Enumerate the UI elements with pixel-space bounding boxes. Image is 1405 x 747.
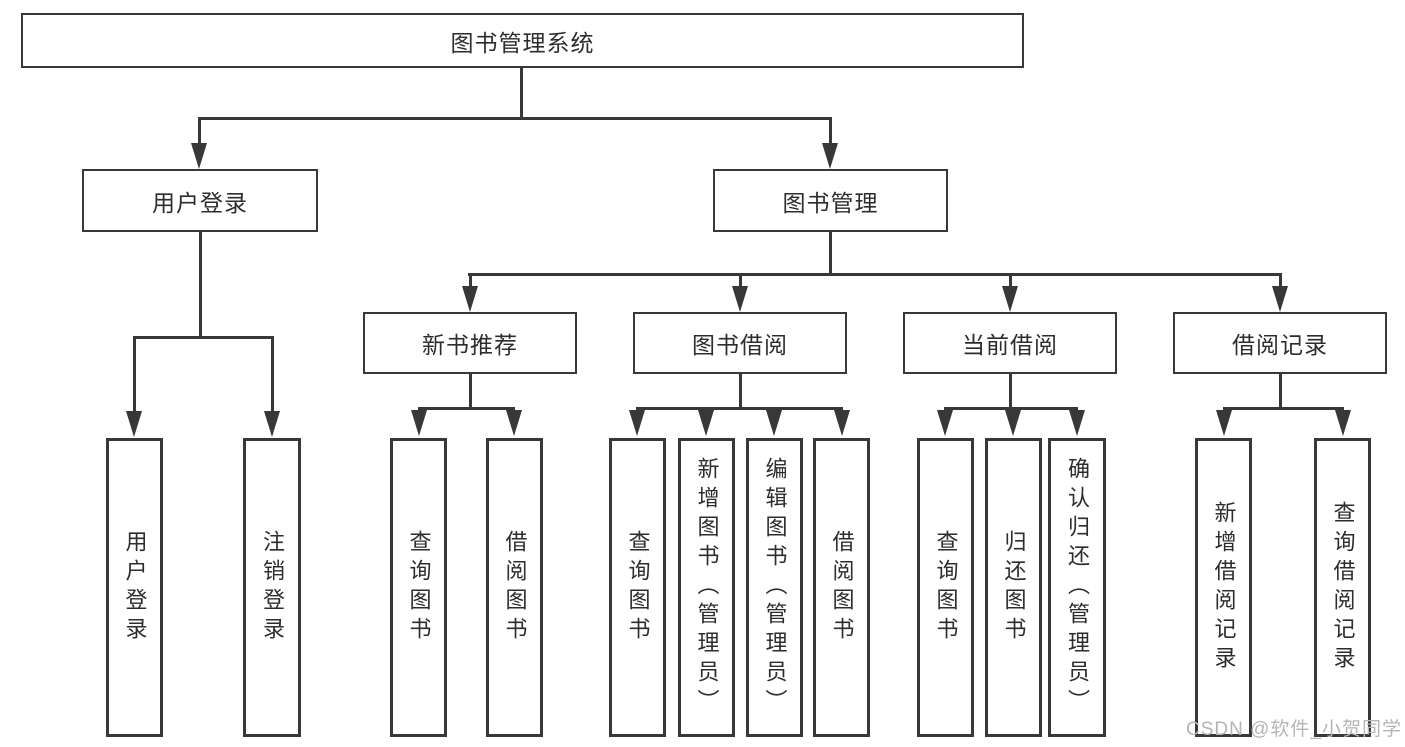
leaf-label: 查询借阅记录 — [1330, 500, 1356, 675]
node-leaf-query-borrow-record: 查询借阅记录 — [1314, 438, 1371, 737]
arrowhead-down-icon — [1069, 410, 1085, 436]
watermark: CSDN @软件_小贺同学 — [1186, 719, 1402, 740]
arrowhead-down-icon — [1335, 410, 1351, 436]
node-user-login-label: 用户登录 — [152, 189, 248, 216]
arrowhead-down-icon — [462, 286, 478, 312]
node-current-borrowing: 当前借阅 — [903, 312, 1117, 374]
node-leaf-logout: 注销登录 — [243, 438, 301, 737]
node-leaf-query-books-borrowing: 查询图书 — [609, 438, 666, 737]
leaf-label: 查询图书 — [933, 529, 959, 646]
node-leaf-query-books-current: 查询图书 — [917, 438, 974, 737]
connector-line — [944, 407, 1078, 410]
arrowhead-down-icon — [1216, 410, 1232, 436]
connector-line — [739, 374, 742, 409]
node-book-borrowing: 图书借阅 — [633, 312, 847, 374]
node-leaf-add-books-admin: 新增图书（管理员） — [678, 438, 735, 737]
connector-line — [199, 232, 202, 338]
arrowhead-down-icon — [937, 410, 953, 436]
arrowhead-down-icon — [1005, 410, 1021, 436]
node-current-borrowing-label: 当前借阅 — [962, 332, 1058, 358]
connector-line — [829, 117, 832, 145]
leaf-label: 注销登录 — [260, 529, 285, 646]
connector-line — [739, 273, 742, 288]
connector-line — [1279, 273, 1282, 288]
arrowhead-down-icon — [698, 410, 714, 436]
connector-line — [198, 117, 201, 145]
node-leaf-add-borrow-record: 新增借阅记录 — [1195, 438, 1252, 737]
connector-line — [133, 336, 136, 413]
node-root: 图书管理系统 — [21, 13, 1024, 68]
node-leaf-borrow-books: 借阅图书 — [813, 438, 870, 737]
node-book-borrowing-label: 图书借阅 — [692, 332, 788, 358]
node-book-management: 图书管理 — [713, 169, 948, 232]
node-new-book-recommend: 新书推荐 — [363, 312, 577, 374]
arrowhead-down-icon — [629, 410, 645, 436]
leaf-label: 编辑图书（管理员） — [762, 457, 788, 718]
arrowhead-down-icon — [411, 410, 427, 436]
arrowhead-down-icon — [1002, 286, 1018, 312]
leaf-label: 归还图书 — [1001, 529, 1027, 646]
node-new-book-recommend-label: 新书推荐 — [422, 332, 518, 358]
connector-line — [198, 117, 832, 120]
leaf-label: 查询图书 — [625, 529, 651, 646]
arrowhead-down-icon — [126, 411, 142, 437]
leaf-label: 新增借阅记录 — [1211, 500, 1237, 675]
node-user-login: 用户登录 — [82, 169, 318, 232]
arrowhead-down-icon — [834, 410, 850, 436]
arrowhead-down-icon — [1272, 286, 1288, 312]
leaf-label: 新增图书（管理员） — [694, 457, 720, 718]
node-book-management-label: 图书管理 — [782, 189, 879, 216]
node-leaf-return-books: 归还图书 — [985, 438, 1042, 737]
node-leaf-user-login: 用户登录 — [106, 438, 163, 737]
arrowhead-down-icon — [732, 286, 748, 312]
connector-line — [469, 374, 472, 409]
connector-line — [1279, 374, 1282, 409]
node-leaf-borrow-books-recommend: 借阅图书 — [486, 438, 543, 737]
leaf-label: 确认归还（管理员） — [1065, 457, 1090, 718]
arrowhead-down-icon — [264, 411, 280, 437]
leaf-label: 查询图书 — [406, 529, 432, 646]
leaf-label: 借阅图书 — [502, 529, 528, 646]
node-leaf-query-books-recommend: 查询图书 — [390, 438, 447, 737]
arrowhead-down-icon — [822, 143, 838, 169]
connector-line — [133, 336, 273, 339]
connector-line — [271, 336, 274, 413]
connector-line — [418, 407, 515, 410]
connector-line — [829, 232, 832, 275]
connector-line — [636, 407, 843, 410]
node-leaf-confirm-return-admin: 确认归还（管理员） — [1048, 438, 1106, 737]
leaf-label: 借阅图书 — [829, 529, 855, 646]
arrowhead-down-icon — [766, 410, 782, 436]
connector-line — [1009, 374, 1012, 409]
arrowhead-down-icon — [191, 143, 207, 169]
connector-line — [1223, 407, 1344, 410]
connector-line — [469, 273, 472, 288]
node-leaf-edit-books-admin: 编辑图书（管理员） — [746, 438, 803, 737]
arrowhead-down-icon — [506, 410, 522, 436]
connector-line — [1009, 273, 1012, 288]
leaf-label: 用户登录 — [122, 529, 148, 646]
node-borrowing-records-label: 借阅记录 — [1232, 332, 1328, 358]
node-root-label: 图书管理系统 — [450, 29, 595, 56]
node-borrowing-records: 借阅记录 — [1173, 312, 1387, 374]
connector-line — [520, 68, 523, 117]
connector-line — [468, 273, 1282, 276]
